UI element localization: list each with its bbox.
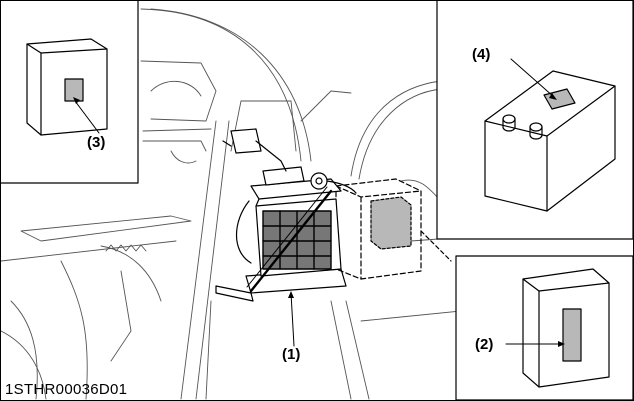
fuse-box-icon	[370, 196, 412, 250]
fuse-box-icon	[522, 268, 610, 388]
callout-3: (3)	[87, 134, 106, 151]
label-sticker-icon	[562, 308, 582, 362]
callout-1: (1)	[282, 346, 301, 363]
battery-icon	[484, 70, 616, 212]
callout-4: (4)	[472, 46, 491, 63]
figure-code: 1STHR00036D01	[5, 381, 128, 398]
callout-2: (2)	[475, 336, 494, 353]
label-sticker-icon	[64, 78, 84, 102]
battery-icon	[215, 128, 357, 302]
relay-box-icon	[26, 38, 108, 136]
